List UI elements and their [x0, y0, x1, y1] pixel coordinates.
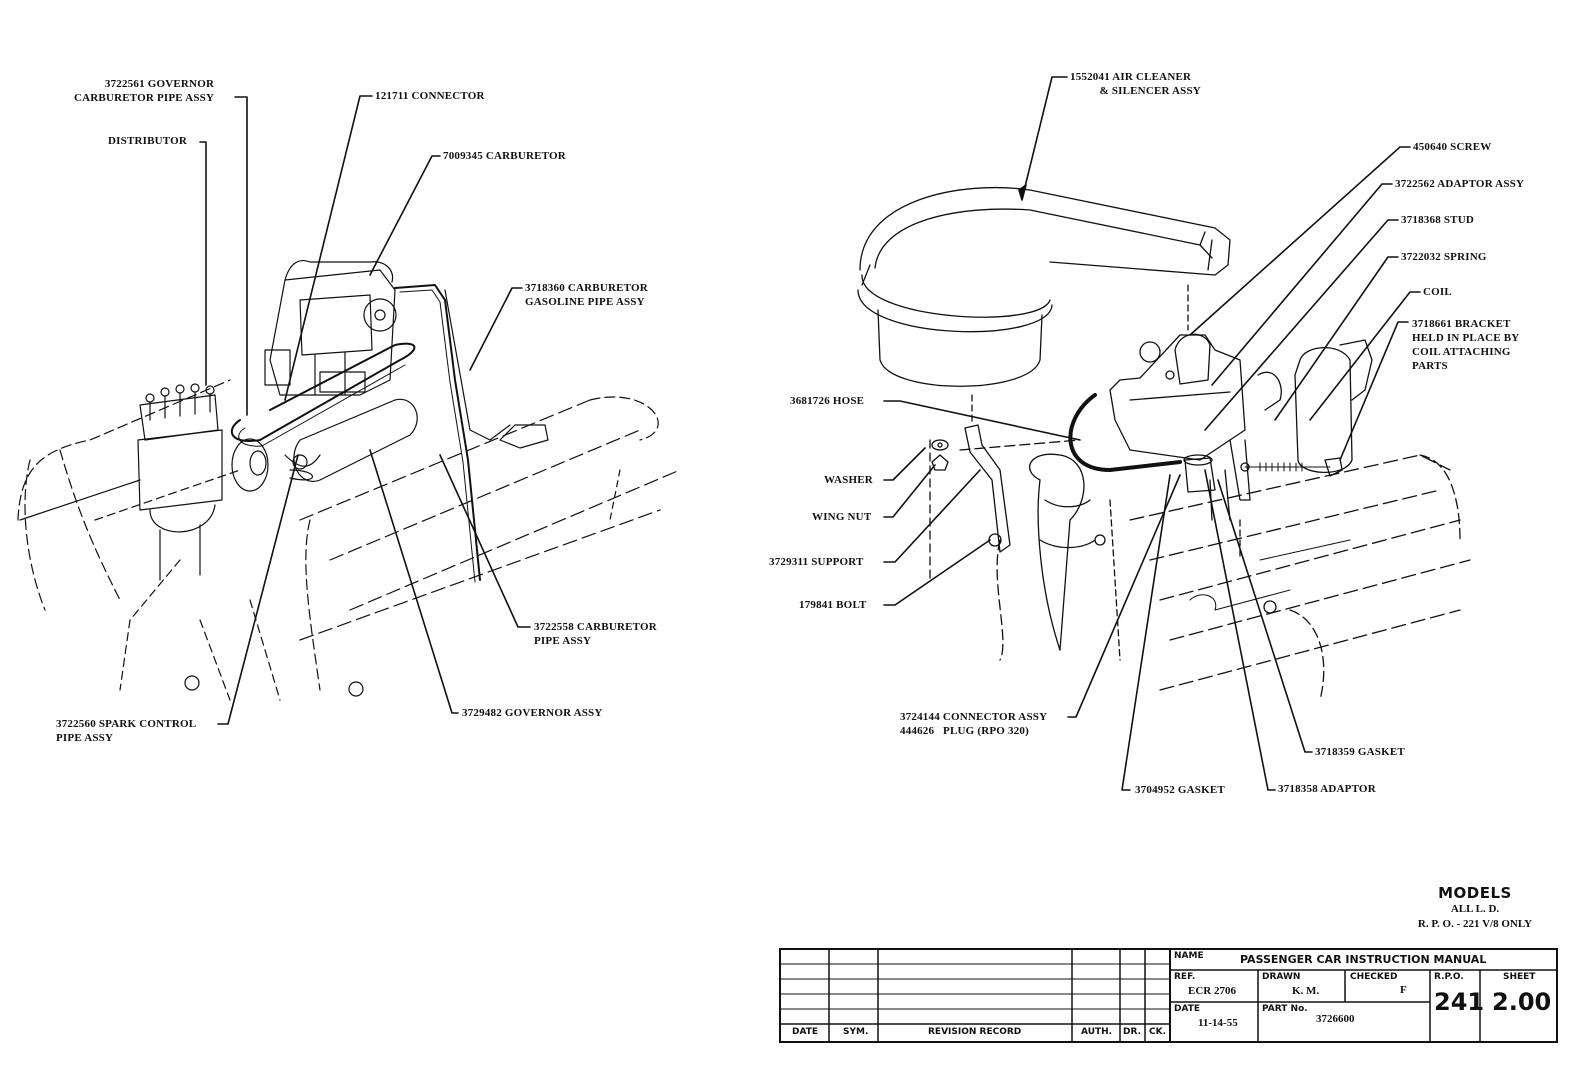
- sheet-label: SHEET: [1503, 972, 1536, 982]
- part-number-value: 3726600: [1316, 1013, 1355, 1025]
- callout-distributor: DISTRIBUTOR: [108, 135, 188, 147]
- models-block: MODELS ALL L. D. R. P. O. - 221 V/8 ONLY: [1380, 884, 1570, 932]
- callout-spring: 3722032 SPRING: [1401, 251, 1487, 263]
- revision-header-auth: AUTH.: [1081, 1027, 1113, 1037]
- callout-support: 3729311 SUPPORT: [769, 556, 864, 568]
- callout-stud: 3718368 STUD: [1401, 214, 1474, 226]
- callout-spark-control-pipe-assy: 3722560 SPARK CONTROL PIPE ASSY: [56, 718, 197, 744]
- callout-connector: 121711 CONNECTOR: [375, 90, 485, 102]
- left-engine-drawing: [17, 259, 681, 701]
- callout-governor-carburetor-pipe-assy: 3722561 GOVERNOR CARBURETOR PIPE ASSY: [74, 78, 215, 104]
- callout-carburetor-pipe-assy: 3722558 CARBURETOR PIPE ASSY: [534, 621, 657, 647]
- revision-header-sym: SYM.: [843, 1027, 869, 1037]
- revision-header-date: DATE: [792, 1027, 819, 1037]
- revision-header-dr: DR.: [1123, 1027, 1141, 1037]
- callout-coil: COIL: [1423, 286, 1452, 298]
- drawn-value: K. M.: [1292, 985, 1320, 997]
- callout-wing-nut: WING NUT: [812, 511, 872, 523]
- right-leader-lines: [883, 76, 1421, 791]
- callout-air-cleaner-silencer-assy: 1552041 AIR CLEANER & SILENCER ASSY: [1070, 71, 1201, 97]
- drawn-label: DRAWN: [1262, 972, 1301, 982]
- callout-gasket-3718359: 3718359 GASKET: [1315, 746, 1405, 758]
- name-value: PASSENGER CAR INSTRUCTION MANUAL: [1240, 953, 1487, 966]
- callout-adaptor-assy: 3722562 ADAPTOR ASSY: [1395, 178, 1525, 190]
- part-number-label: PART No.: [1262, 1004, 1308, 1014]
- models-line-1: ALL L. D.: [1450, 903, 1500, 915]
- revision-header-record: REVISION RECORD: [928, 1027, 1022, 1037]
- date-label: DATE: [1174, 1004, 1201, 1014]
- rpo-label: R.P.O.: [1434, 972, 1464, 982]
- callout-adaptor: 3718358 ADAPTOR: [1278, 783, 1376, 795]
- name-label: NAME: [1174, 951, 1204, 961]
- right-engine-drawing: [857, 187, 1471, 701]
- ref-value: ECR 2706: [1188, 985, 1236, 997]
- callout-washer: WASHER: [824, 474, 873, 486]
- callout-connector-assy-plug: 3724144 CONNECTOR ASSY 444626 PLUG (RPO …: [900, 711, 1048, 737]
- date-value: 11-14-55: [1198, 1017, 1238, 1029]
- callout-gasoline-pipe-assy: 3718360 CARBURETOR GASOLINE PIPE ASSY: [525, 282, 648, 308]
- callout-screw: 450640 SCREW: [1413, 141, 1492, 153]
- checked-value: F: [1400, 984, 1407, 996]
- checked-label: CHECKED: [1350, 972, 1398, 982]
- callout-hose: 3681726 HOSE: [790, 395, 865, 407]
- callout-bolt: 179841 BOLT: [799, 599, 867, 611]
- sheet-value: 2.00: [1492, 988, 1552, 1016]
- rpo-value: 241: [1434, 988, 1485, 1016]
- callout-carburetor: 7009345 CARBURETOR: [443, 150, 566, 162]
- callout-gasket-3704952: 3704952 GASKET: [1135, 784, 1225, 796]
- revision-header-ck: CK.: [1149, 1027, 1166, 1037]
- models-title: MODELS: [1438, 884, 1512, 902]
- callout-governor-assy: 3729482 GOVERNOR ASSY: [462, 707, 603, 719]
- ref-label: REF.: [1174, 972, 1196, 982]
- models-line-2: R. P. O. - 221 V/8 ONLY: [1417, 918, 1533, 930]
- left-leader-lines: [199, 95, 531, 725]
- callout-bracket: 3718661 BRACKET HELD IN PLACE BY COIL AT…: [1412, 318, 1520, 372]
